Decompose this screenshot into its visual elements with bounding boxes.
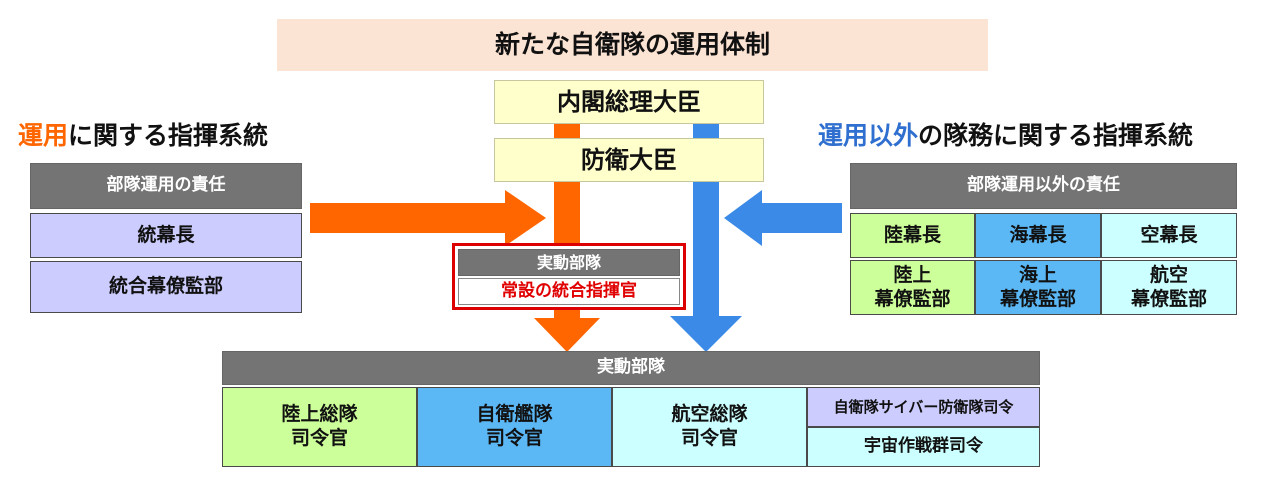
left-heading-highlight: 運用 (18, 121, 69, 150)
bottom-unit-cyber: 自衛隊サイバー防衛隊司令 (807, 387, 1040, 427)
right-staff-air: 航空 幕僚監部 (1101, 260, 1237, 315)
left-header: 部隊運用の責任 (30, 163, 302, 209)
center-header: 実動部隊 (458, 249, 680, 276)
right-chief-air: 空幕長 (1101, 213, 1237, 258)
left-heading-rest: に関する指揮系統 (68, 121, 269, 150)
left-chain-heading: 運用に関する指揮系統 (18, 116, 318, 152)
right-chief-ground: 陸幕長 (850, 213, 975, 258)
right-staff-ground: 陸上 幕僚監部 (850, 260, 975, 315)
center-commander: 常設の統合指揮官 (458, 278, 680, 305)
right-chain-heading: 運用以外の隊務に関する指揮系統 (818, 116, 1268, 152)
blue-down-arrow (670, 118, 742, 352)
right-heading-highlight: 運用以外 (818, 121, 919, 150)
left-item-joint-staff: 統合幕僚監部 (30, 261, 302, 313)
bottom-unit-space: 宇宙作戦群司令 (807, 427, 1040, 467)
bottom-header: 実動部隊 (222, 351, 1040, 385)
orange-down-arrow (534, 118, 600, 352)
right-staff-maritime: 海上 幕僚監部 (975, 260, 1101, 315)
bottom-unit-air: 航空総隊 司令官 (612, 387, 807, 467)
joint-commander-box: 実動部隊 常設の統合指揮官 (452, 243, 686, 310)
prime-minister-box: 内閣総理大臣 (494, 80, 764, 124)
diagram-title: 新たな自衛隊の運用体制 (277, 19, 988, 71)
bottom-unit-ground: 陸上総隊 司令官 (222, 387, 417, 467)
right-heading-rest: の隊務に関する指揮系統 (918, 121, 1194, 150)
bottom-unit-fleet: 自衛艦隊 司令官 (417, 387, 612, 467)
right-header: 部隊運用以外の責任 (850, 163, 1237, 209)
left-item-chief-of-staff: 統幕長 (30, 213, 302, 258)
right-chief-maritime: 海幕長 (975, 213, 1101, 258)
orange-right-arrow (310, 190, 546, 246)
blue-left-arrow (724, 190, 842, 246)
defense-minister-box: 防衛大臣 (494, 138, 764, 182)
